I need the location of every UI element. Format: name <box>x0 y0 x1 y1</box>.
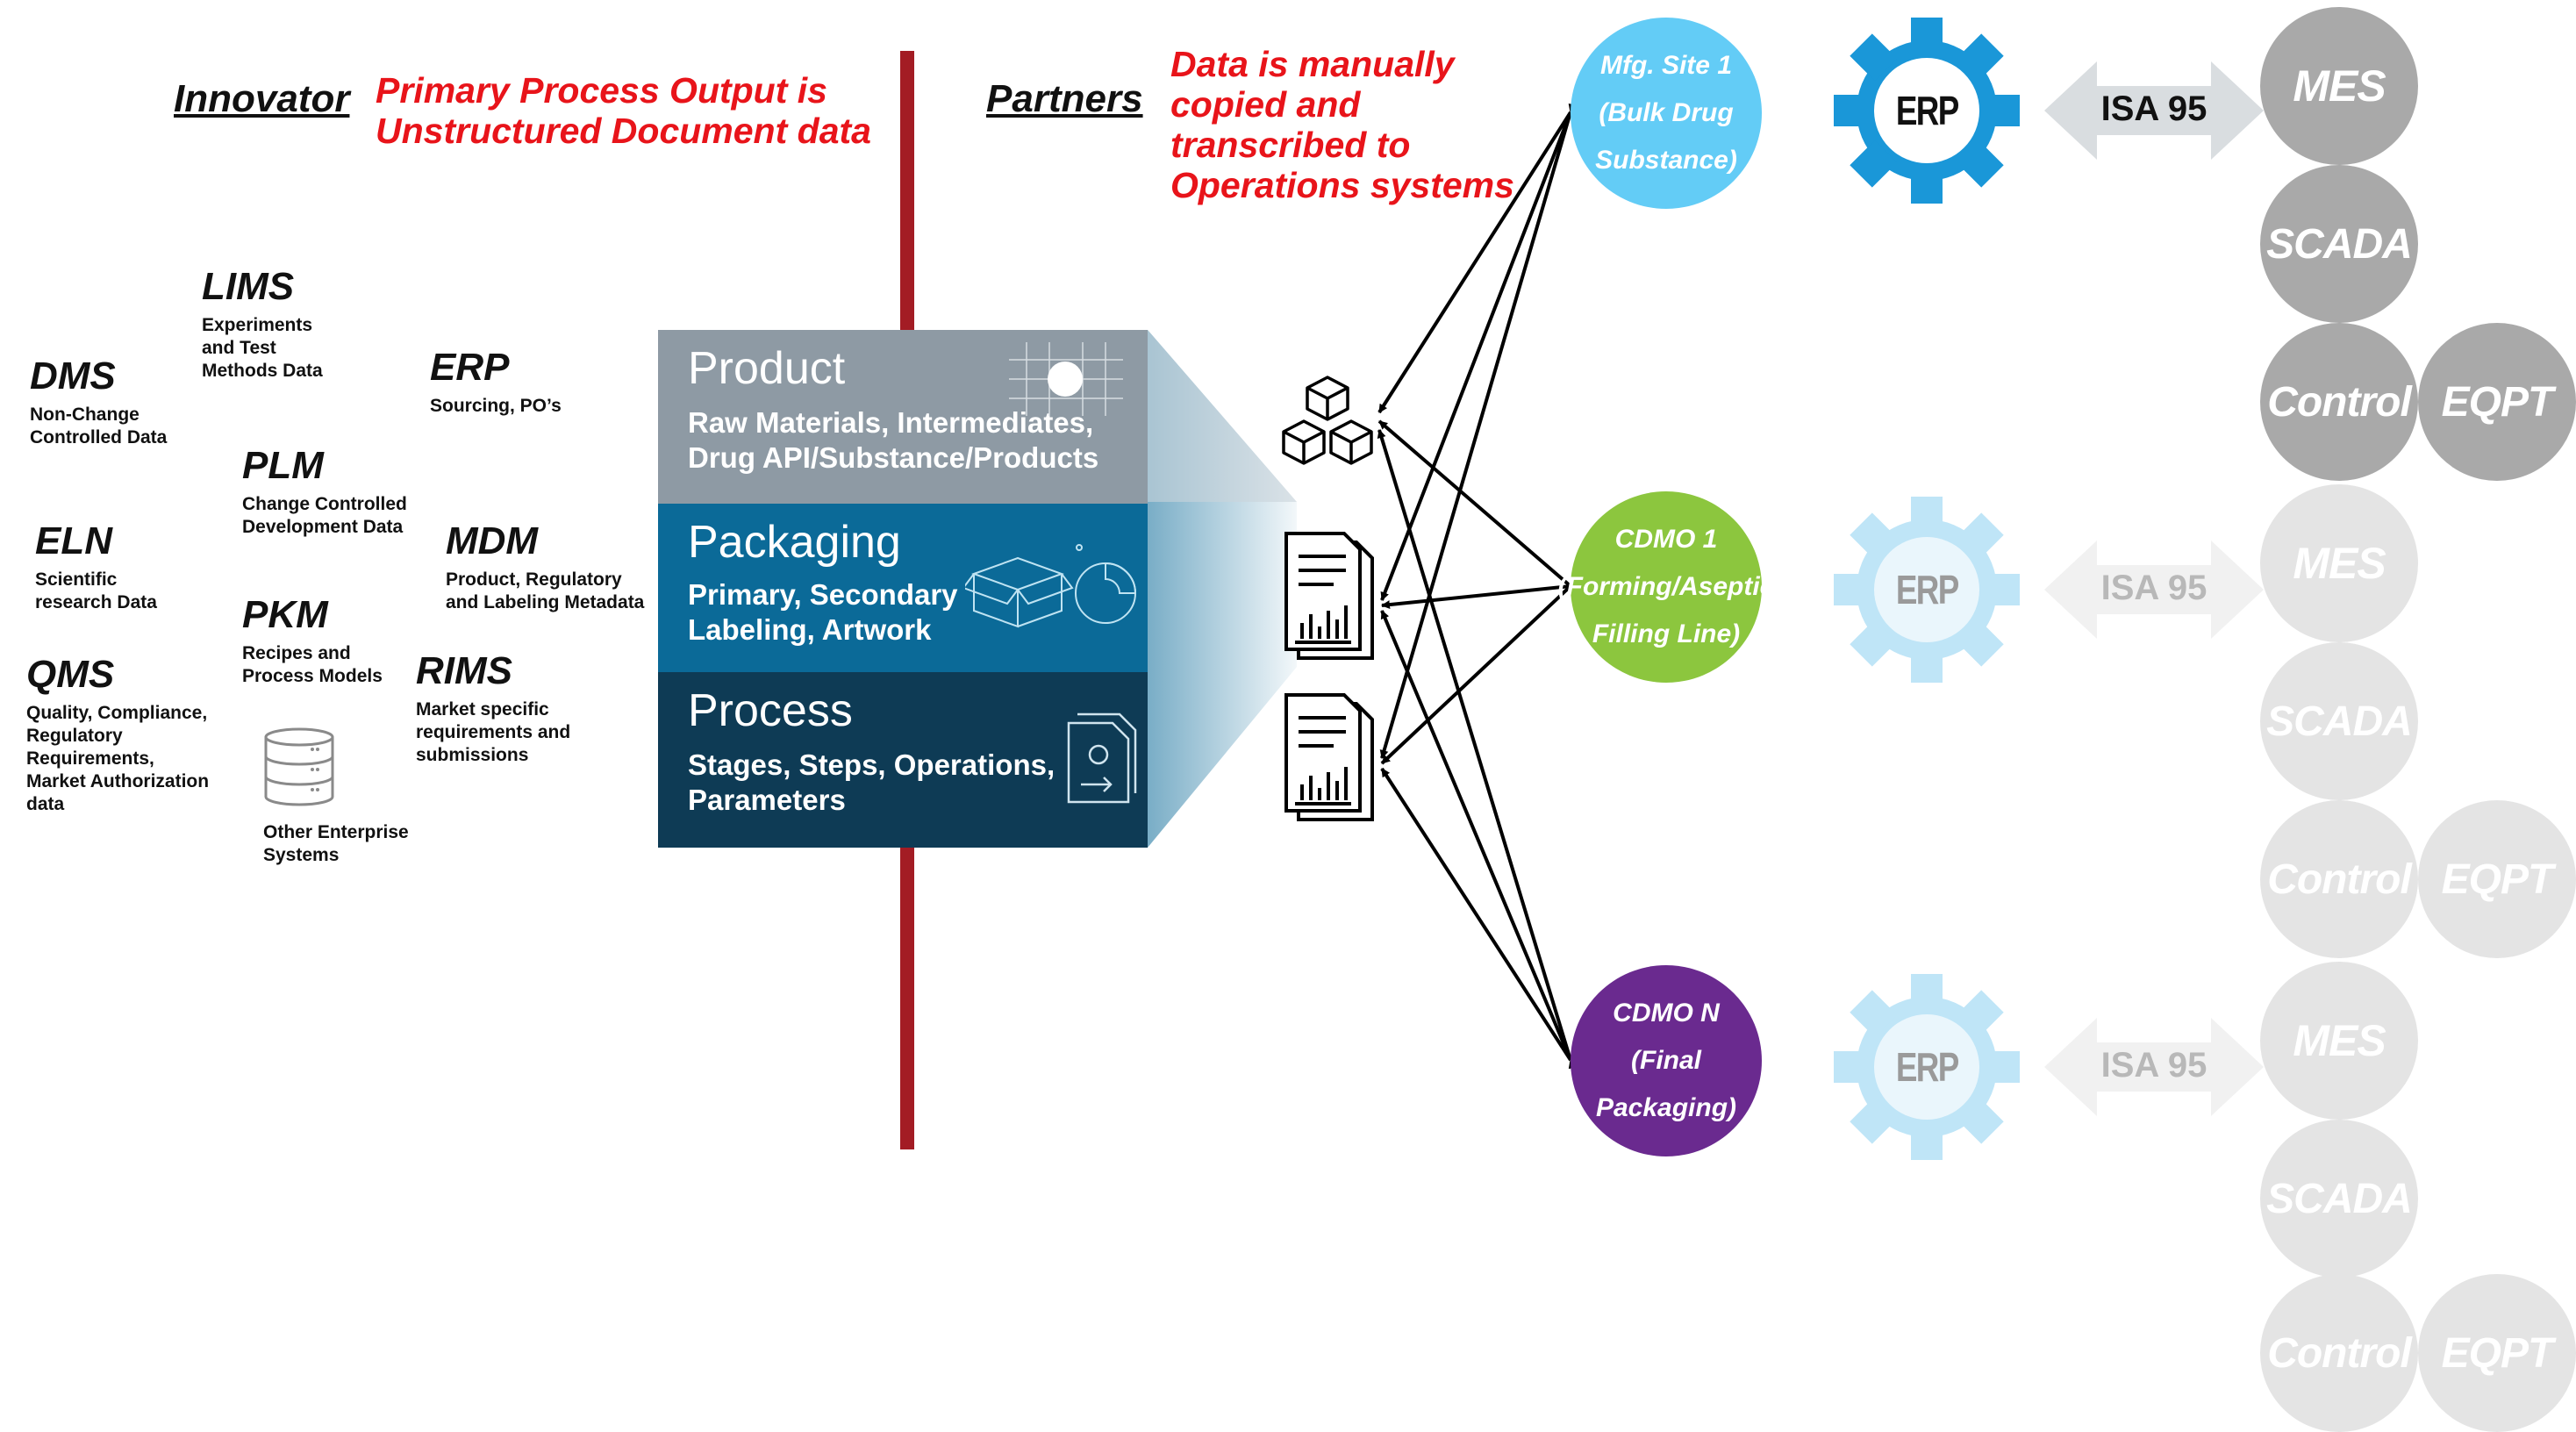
panel-subtitle: Stages, Steps, Operations, Parameters <box>688 748 1055 816</box>
system-desc: Scientific research Data <box>35 569 157 612</box>
site-cdmo-n: CDMO N (Final Packaging) <box>1571 965 1762 1156</box>
mes-node: MES <box>2260 7 2418 165</box>
control-node: Control <box>2260 323 2418 481</box>
system-lims: LIMS Experiments and Test Methods Data <box>202 265 323 383</box>
erp-gear-icon: ERP <box>1834 497 2020 683</box>
arrow <box>1377 429 1578 1070</box>
panel-subtitle: Primary, Secondary Labeling, Artwork <box>688 578 958 646</box>
erp-gear-icon: ERP <box>1834 18 2020 204</box>
panel-title: Product <box>688 343 846 394</box>
box-packaging-icon <box>965 544 1137 628</box>
innovator-note: Primary Process Output is Unstructured D… <box>376 70 871 151</box>
partners-heading: Partners <box>986 77 1143 120</box>
process-document-icon <box>1067 712 1137 804</box>
system-desc: Change Controlled Development Data <box>242 494 407 537</box>
report-document-icon <box>1284 693 1374 821</box>
arrow <box>1379 103 1578 759</box>
erp-label: ERP <box>1895 567 1959 612</box>
erp-label: ERP <box>1895 1044 1959 1090</box>
system-name: RIMS <box>416 649 512 692</box>
erp-gear-icon: ERP <box>1834 974 2020 1160</box>
system-desc: Sourcing, PO’s <box>430 396 562 416</box>
system-desc: Market specific requirements and submiss… <box>416 699 571 765</box>
system-name: ERP <box>430 346 510 389</box>
system-plm: PLM Change Controlled Development Data <box>242 444 407 539</box>
eqpt-node: EQPT <box>2418 1274 2576 1432</box>
isa95-double-arrow <box>2044 1018 2264 1116</box>
system-desc: Product, Regulatory and Labeling Metadat… <box>446 569 645 612</box>
panel-subtitle: Raw Materials, Intermediates, Drug API/S… <box>688 406 1099 474</box>
report-document-icon <box>1284 532 1374 660</box>
system-desc: Recipes and Process Models <box>242 643 383 686</box>
control-node: Control <box>2260 1274 2418 1432</box>
database-icon <box>264 727 334 806</box>
erp-label: ERP <box>1895 88 1959 133</box>
partners-note: Data is manually copied and transcribed … <box>1170 44 1514 205</box>
panel-title: Process <box>688 685 853 736</box>
system-name: QMS <box>26 653 115 696</box>
system-name: ELN <box>35 519 112 562</box>
isa95-label: ISA 95 <box>2100 569 2207 607</box>
system-pkm: PKM Recipes and Process Models <box>242 593 383 688</box>
system-desc: Experiments and Test Methods Data <box>202 315 323 381</box>
isa95-double-arrow <box>2044 541 2264 639</box>
system-name: LIMS <box>202 265 295 308</box>
isa95-double-arrow <box>2044 61 2264 160</box>
system-qms: QMS Quality, Compliance, Regulatory Requ… <box>26 653 209 816</box>
cubes-icon <box>1282 376 1373 465</box>
isa95-label: ISA 95 <box>2100 90 2207 128</box>
panel-packaging: Packaging Primary, Secondary Labeling, A… <box>658 504 1148 672</box>
system-name: PKM <box>242 593 328 636</box>
isa95-label: ISA 95 <box>2100 1046 2207 1085</box>
system-desc: Non-Change Controlled Data <box>30 405 168 448</box>
system-name: MDM <box>446 519 539 562</box>
mes-node: MES <box>2260 962 2418 1120</box>
site-cdmo-1: CDMO 1 (Forming/Aseptic Filling Line) <box>1558 491 1774 683</box>
other-systems-label: Other Enterprise Systems <box>263 822 409 865</box>
system-eln: ELN Scientific research Data <box>35 519 157 614</box>
system-desc: Quality, Compliance, Regulatory Requirem… <box>26 703 210 814</box>
system-erp: ERP Sourcing, PO’s <box>430 346 562 418</box>
eqpt-node: EQPT <box>2418 323 2576 481</box>
scada-node: SCADA <box>2260 1120 2418 1278</box>
system-dms: DMS Non-Change Controlled Data <box>30 354 167 449</box>
system-name: PLM <box>242 444 324 487</box>
arrow <box>1380 767 1579 1070</box>
arrow <box>1381 581 1579 610</box>
panel-product: Product Raw Materials, Intermediates, Dr… <box>658 330 1148 504</box>
system-rims: RIMS Market specific requirements and su… <box>416 649 570 767</box>
funnel-beam-top <box>1148 330 1297 502</box>
system-name: DMS <box>30 354 116 397</box>
mes-node: MES <box>2260 484 2418 642</box>
panel-title: Packaging <box>688 517 901 568</box>
control-node: Control <box>2260 800 2418 958</box>
arrow <box>1380 610 1578 1070</box>
scada-node: SCADA <box>2260 642 2418 800</box>
innovator-heading: Innovator <box>174 77 350 120</box>
panel-process: Process Stages, Steps, Operations, Param… <box>658 672 1148 848</box>
scada-node: SCADA <box>2260 165 2418 323</box>
system-mdm: MDM Product, Regulatory and Labeling Met… <box>446 519 644 614</box>
eqpt-node: EQPT <box>2418 800 2576 958</box>
molecule-grid-icon <box>1009 342 1123 416</box>
site-mfg-site-1: Mfg. Site 1 (Bulk Drug Substance) <box>1571 18 1762 209</box>
